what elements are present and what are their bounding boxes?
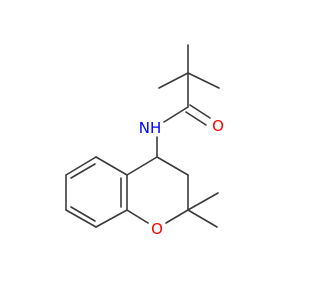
bond-methyl-left-quaternary [158,72,189,89]
bond-c7-c8-inner [70,206,96,222]
bond-oxygen-c8a [126,209,149,224]
background [0,0,300,300]
bond-c4-c4a [126,156,158,176]
bond-c2-methyl-right [187,192,219,211]
bond-carbonyl-nitrogen [163,106,189,123]
bond-methyl-right-quaternary [187,72,220,89]
bond-carbonyl-double-1 [189,104,211,119]
bond-c8-c8a [95,209,128,228]
bond-c4a-c5 [95,156,128,176]
bond-c2-methyl-down [187,209,218,228]
bond-c7-c8 [65,209,97,228]
bond-carbonyl-double-2 [185,111,207,126]
bond-c4-c3 [156,156,189,176]
ring-oxygen-label: O [151,220,163,238]
bond-c5-c6-inner [70,163,96,179]
carbonyl-oxygen-label: O [212,117,224,135]
bond-c2-oxygen [165,209,189,224]
chemical-structure-diagram: O NH O [0,0,300,300]
amide-nh-label: NH [139,119,162,137]
bond-c5-c6 [65,156,97,176]
